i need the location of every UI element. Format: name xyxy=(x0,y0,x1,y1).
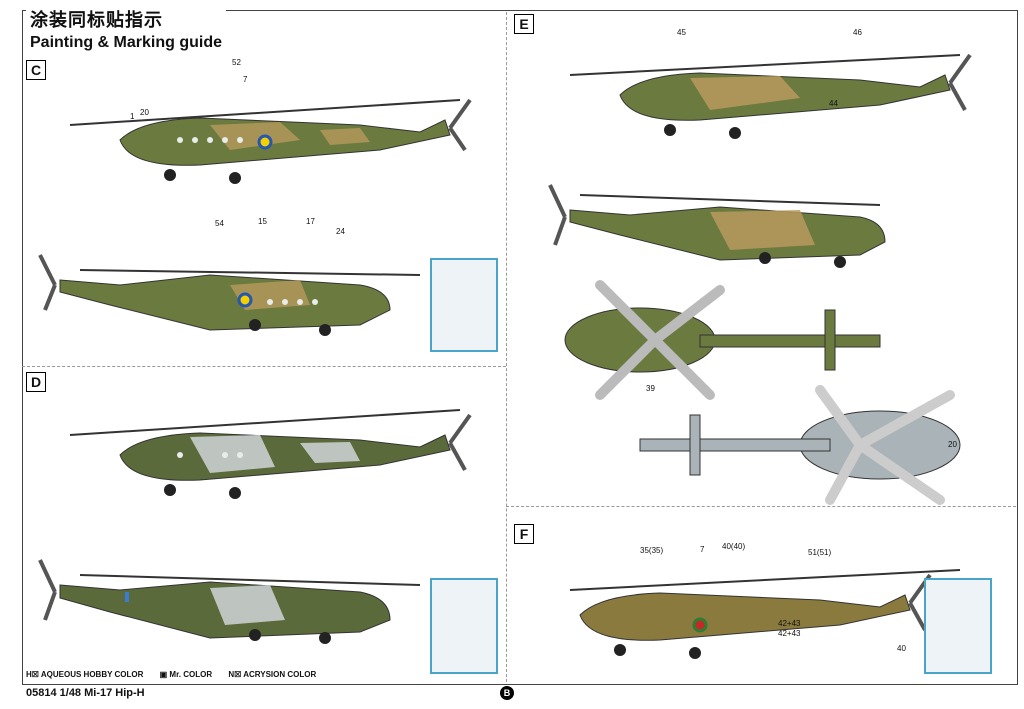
callout: 20 xyxy=(948,440,957,449)
title-chinese: 涂装同标贴指示 xyxy=(30,10,163,30)
callout: 17 xyxy=(306,217,315,226)
title-english: Painting & Marking guide xyxy=(30,34,223,51)
legend-acrysion: N☒ ACRYSION COLOR xyxy=(228,670,317,679)
inset-f xyxy=(924,578,992,674)
callout: 7 xyxy=(700,545,705,554)
callout: 7 xyxy=(243,75,248,84)
section-label-f: F xyxy=(514,524,534,544)
callout: 39 xyxy=(646,384,655,393)
legend-mr-color: ▣ Mr. COLOR xyxy=(159,670,213,679)
helicopter-e-right xyxy=(548,184,886,268)
section-label-c: C xyxy=(26,60,46,80)
helicopter-e-left xyxy=(569,53,972,139)
helicopter-c-right xyxy=(38,254,421,336)
legend-aqueous: H☒ AQUEOUS HOBBY COLOR xyxy=(26,670,144,679)
helicopter-d-right xyxy=(38,559,421,644)
helicopter-e-bottom xyxy=(639,385,961,505)
divider-right xyxy=(506,506,1016,507)
model-number: 05814 1/48 Mi-17 Hip-H xyxy=(26,687,145,699)
callout: 35(35) xyxy=(640,546,664,555)
callout: 45 xyxy=(677,28,686,37)
header: 涂装同标贴指示 Painting & Marking guide xyxy=(26,6,227,52)
inset-c xyxy=(430,258,498,352)
callout: 20 xyxy=(140,108,149,117)
callout: 24 xyxy=(336,227,345,236)
color-legend: H☒ AQUEOUS HOBBY COLOR ▣ Mr. COLOR N☒ AC… xyxy=(26,670,330,679)
callout: 52 xyxy=(232,58,241,67)
helicopter-f xyxy=(569,569,961,659)
divider-left xyxy=(22,366,506,367)
callout: 51(51) xyxy=(808,548,832,557)
callout: 46 xyxy=(853,28,862,37)
callout: 40(40) xyxy=(722,542,746,551)
helicopter-e-top xyxy=(564,280,881,400)
inset-d xyxy=(430,578,498,674)
divider-vertical xyxy=(506,12,507,682)
section-label-e: E xyxy=(514,14,534,34)
callout: 54 xyxy=(215,219,224,228)
callout: 15 xyxy=(258,217,267,226)
page-frame xyxy=(22,10,1018,685)
callout: 42+43 xyxy=(778,619,801,628)
helicopter-c-left xyxy=(69,98,472,184)
helicopter-d-left xyxy=(69,409,472,499)
callout: 1 xyxy=(130,112,135,121)
callout: 42+43 xyxy=(778,629,801,638)
section-label-d: D xyxy=(26,372,46,392)
callout: 44 xyxy=(829,99,838,108)
page-marker: B xyxy=(500,686,514,700)
callout: 40 xyxy=(897,644,906,653)
